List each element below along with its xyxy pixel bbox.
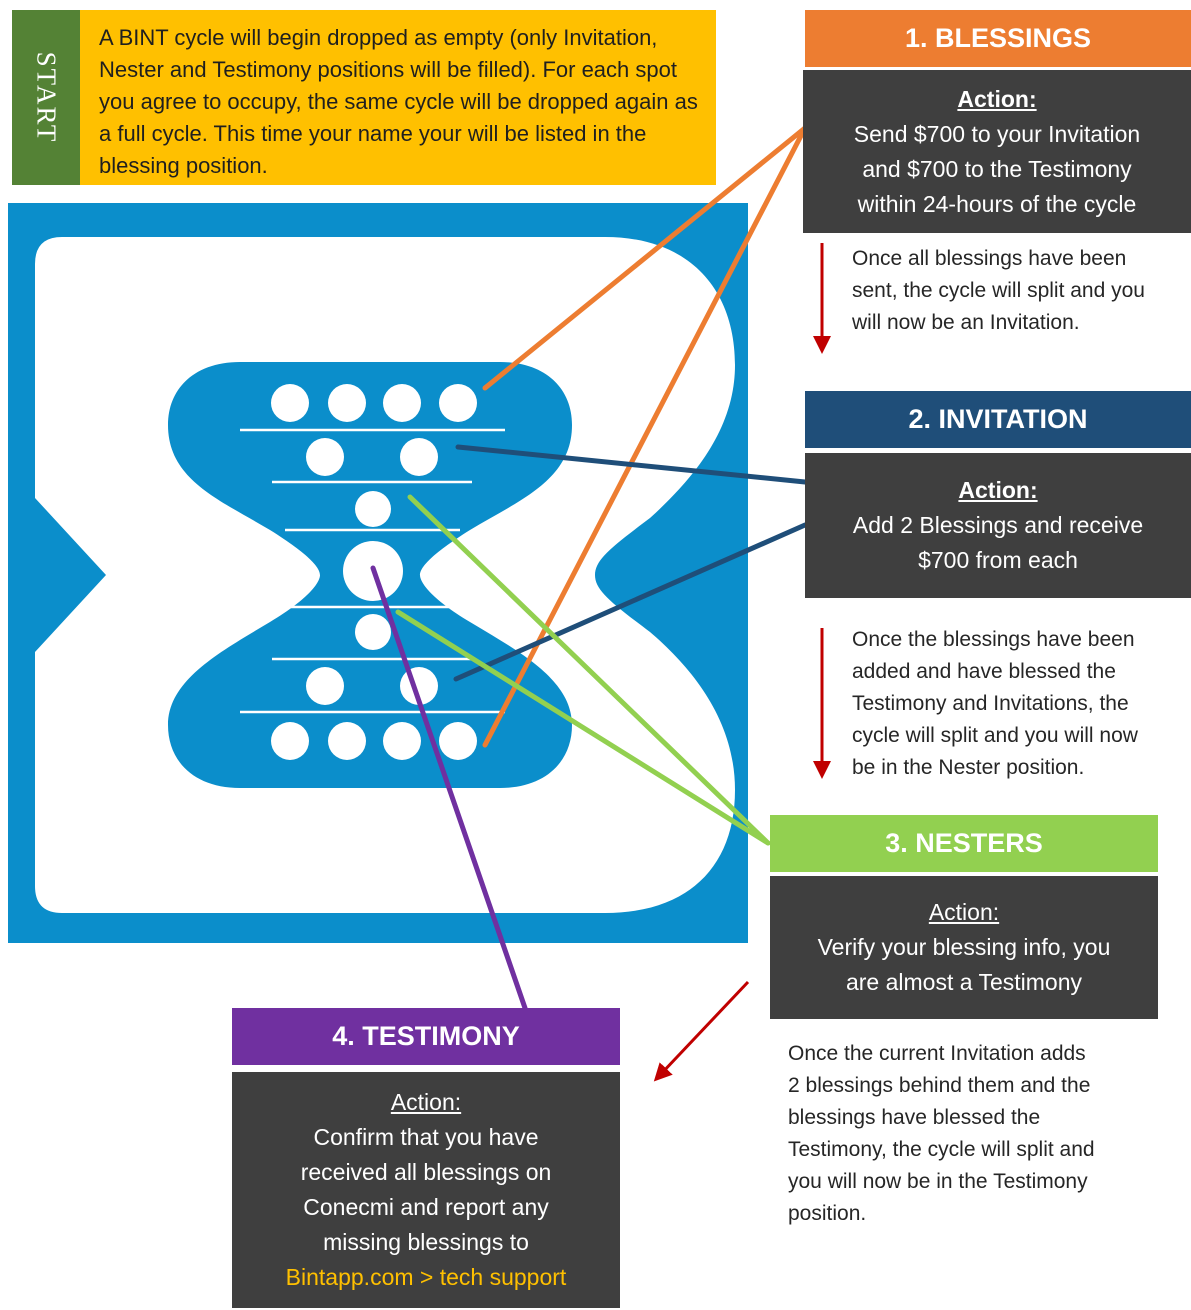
blessings-action-line: and $700 to the Testimony [862, 155, 1132, 182]
invitation-action-box: Action: Add 2 Blessings and receive $700… [805, 453, 1191, 598]
logo-row-dividers [240, 428, 505, 714]
note-line: will now be an Invitation. [852, 311, 1080, 334]
note-line: Once the blessings have been [852, 628, 1135, 651]
blessings-connector [482, 125, 808, 391]
blessing-dot [439, 722, 477, 760]
invitation-action-label: Action: [958, 477, 1038, 503]
blessings-action-line: within 24-hours of the cycle [857, 190, 1137, 217]
invitation-action-line: Add 2 Blessings and receive [852, 512, 1144, 538]
nesters-action-label: Action: [928, 899, 1000, 925]
blessing-dot [439, 384, 477, 422]
note-line: Testimony and Invitations, the [852, 692, 1129, 715]
testimony-action-line: Confirm that you have [313, 1124, 539, 1150]
blessing-dot [271, 722, 309, 760]
testimony-action-box: Action: Confirm that you have received a… [232, 1072, 620, 1308]
note-line: 2 blessings behind them and the [788, 1074, 1091, 1097]
nesters-connector [407, 494, 771, 846]
invitation-note: Once the blessings have been added and h… [852, 624, 1191, 784]
nester-dot [355, 491, 391, 527]
invitation-dot [306, 667, 344, 705]
invitation-connector [453, 522, 808, 682]
blessing-dot [383, 722, 421, 760]
nesters-note: Once the current Invitation adds 2 bless… [788, 1038, 1168, 1230]
note-line: added and have blessed the [852, 660, 1116, 683]
testimony-action-label: Action: [390, 1089, 462, 1115]
invitation-dot [306, 438, 344, 476]
blessing-dot [328, 722, 366, 760]
start-tab: START [12, 10, 80, 185]
nesters-action-box: Action: Verify your blessing info, you a… [770, 876, 1158, 1019]
intro-text: A BINT cycle will begin dropped as empty… [80, 10, 716, 185]
invitation-header: 2. INVITATION [805, 391, 1191, 448]
flow-arrow-diagonal [653, 980, 750, 1082]
blessings-action-line: Send $700 to your Invitation [853, 120, 1141, 147]
tech-support-link[interactable]: Bintapp.com > tech support [285, 1264, 567, 1290]
testimony-action-line: missing blessings to [323, 1229, 529, 1255]
blessings-action-box: Action: Send $700 to your Invitation and… [803, 70, 1191, 233]
blessing-dot [328, 384, 366, 422]
nester-dot [355, 614, 391, 650]
note-line: Testimony, the cycle will split and [788, 1138, 1095, 1161]
note-line: Once the current Invitation adds [788, 1042, 1086, 1065]
nesters-connector [395, 609, 771, 846]
nesters-header: 3. NESTERS [770, 815, 1158, 872]
note-line: you will now be in the Testimony [788, 1170, 1088, 1193]
note-line: position. [788, 1202, 867, 1225]
note-line: sent, the cycle will split and you [852, 279, 1145, 302]
blessings-note: Once all blessings have been sent, the c… [852, 243, 1191, 339]
invitation-action-line: $700 from each [918, 547, 1078, 573]
note-line: be in the Nester position. [852, 756, 1085, 779]
note-line: Once all blessings have been [852, 247, 1127, 270]
blessings-header: 1. BLESSINGS [805, 10, 1191, 67]
note-line: cycle will split and you will now [852, 724, 1138, 747]
nesters-action-line: Verify your blessing info, you [817, 934, 1111, 960]
blessing-dot [271, 384, 309, 422]
nesters-action-line: are almost a Testimony [845, 969, 1083, 995]
testimony-header: 4. TESTIMONY [232, 1008, 620, 1065]
testimony-action-line: received all blessings on [300, 1159, 552, 1185]
testimony-action-line: Conecmi and report any [303, 1194, 549, 1220]
invitation-dot [400, 438, 438, 476]
blessing-dot [383, 384, 421, 422]
invitation-connector [455, 444, 808, 485]
blessings-action-label: Action: [957, 85, 1037, 112]
testimony-connector [370, 565, 528, 1011]
note-line: blessings have blessed the [788, 1106, 1041, 1129]
